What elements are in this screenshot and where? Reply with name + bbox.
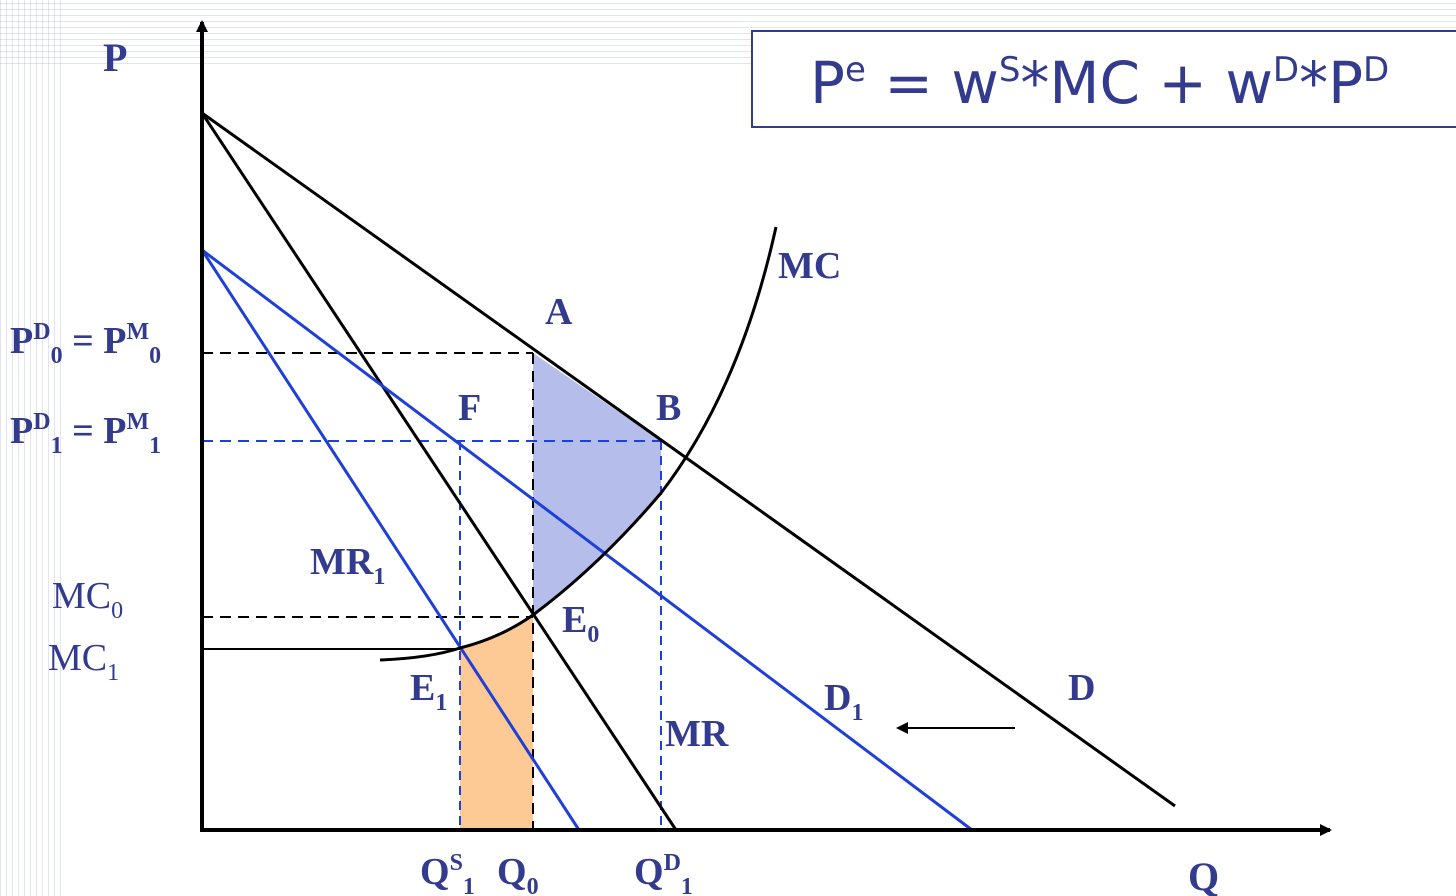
point-b-label: B: [656, 387, 681, 429]
mc1-label: MC1: [48, 637, 119, 686]
welfare-area-lavender: [533, 353, 661, 615]
point-f-label: F: [458, 387, 481, 429]
mc-label: MC: [778, 245, 841, 287]
quantity-q0-label: Q0: [497, 851, 539, 896]
demand1-curve: [201, 248, 973, 832]
point-e1-label: E1: [410, 667, 447, 716]
mc0-label: MC0: [52, 575, 123, 624]
mr1-label: MR1: [310, 541, 385, 590]
price-p1-label: PD1 = PM1: [10, 409, 161, 459]
price-p0-label: PD0 = PM0: [10, 319, 161, 369]
formula-box: [751, 30, 1456, 128]
d-label: D: [1068, 667, 1095, 709]
mr-label: MR: [665, 713, 729, 755]
formula-text: Pe = wS*MC + wD*PD: [810, 49, 1389, 117]
d1-label: D1: [824, 677, 863, 726]
y-axis-label: P: [103, 35, 127, 80]
x-axis-label: Q: [1188, 854, 1219, 896]
deadweight-area-orange: [460, 615, 533, 830]
point-a-label: A: [545, 291, 573, 333]
quantity-qd1-label: QD1: [634, 850, 693, 896]
quantity-qs1-label: QS1: [420, 850, 475, 896]
mr-curve: [200, 112, 678, 831]
mc-curve: [379, 226, 778, 662]
mr1-curve: [200, 249, 581, 831]
point-e0-label: E0: [562, 599, 599, 648]
demand-curve: [201, 111, 1176, 808]
